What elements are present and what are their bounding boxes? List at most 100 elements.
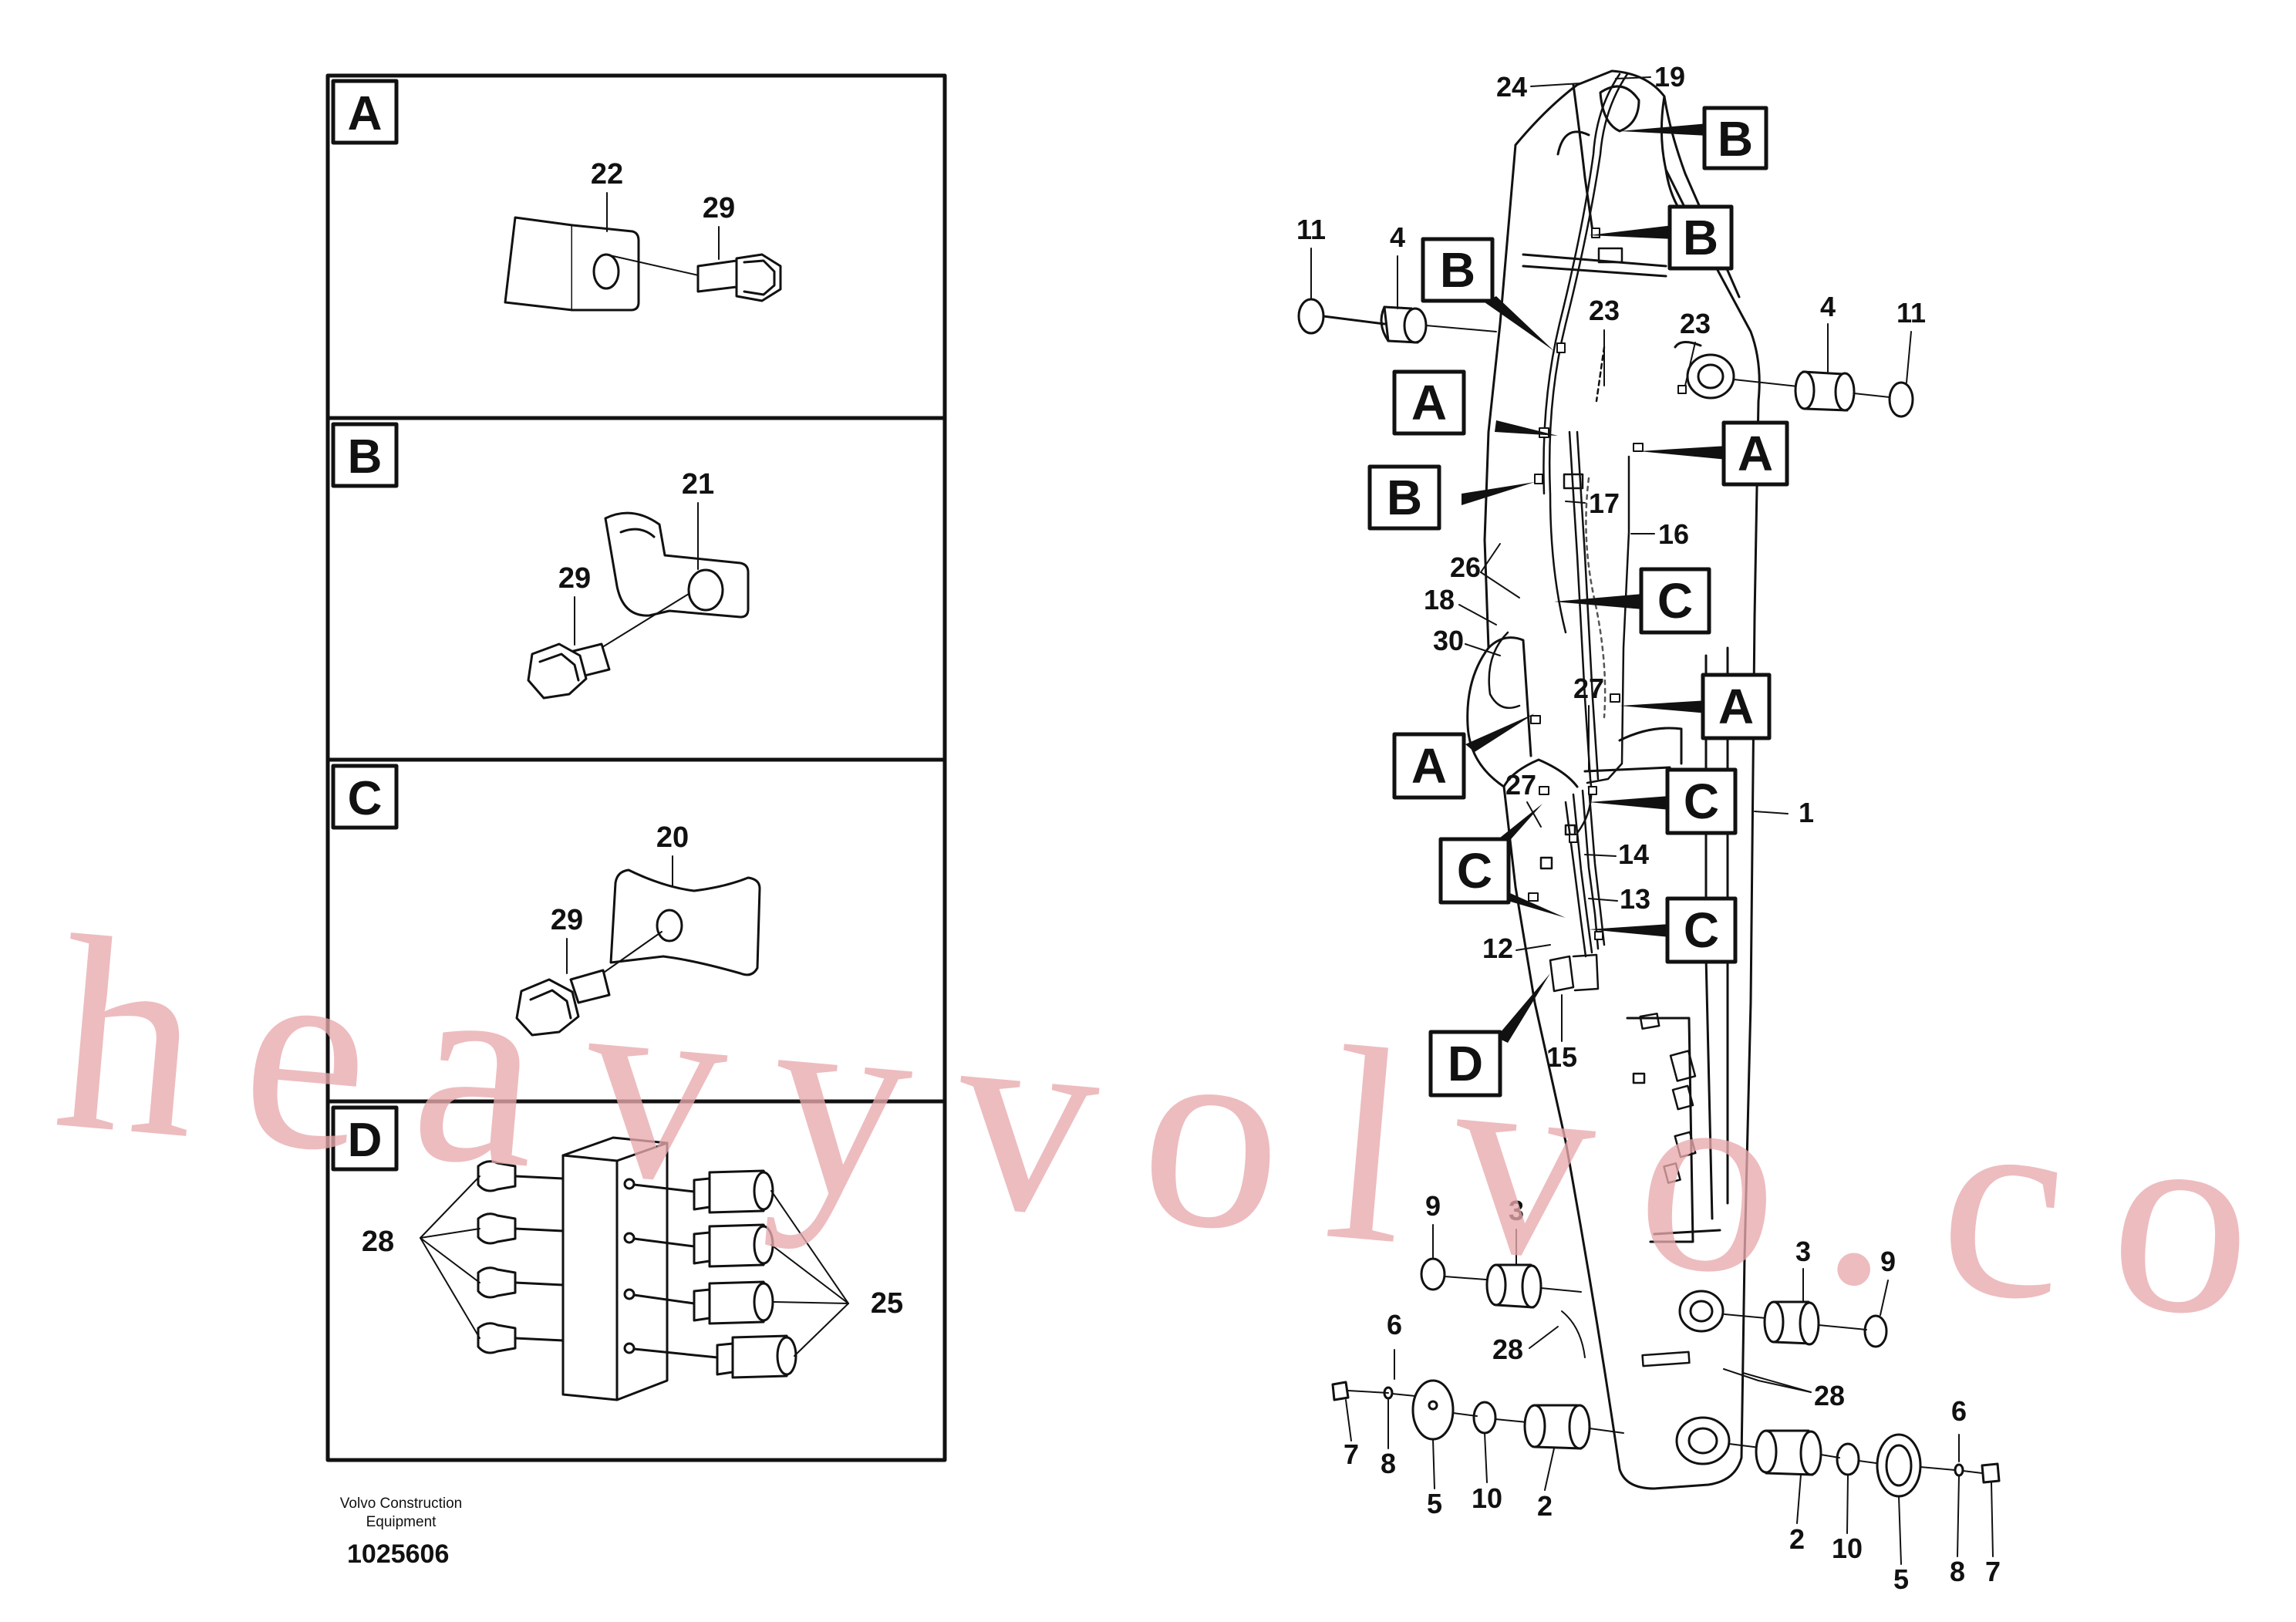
ring-part-10 bbox=[1472, 1401, 1497, 1435]
fitting-set-25 bbox=[623, 1169, 797, 1379]
svg-text:B: B bbox=[1683, 210, 1718, 265]
leader-lines bbox=[1310, 76, 1994, 1565]
fitting-set-28 bbox=[477, 1160, 565, 1354]
bushing-part-3 bbox=[1521, 1264, 1542, 1309]
callout-a-2: A bbox=[1639, 420, 1789, 487]
clip-part-22 bbox=[504, 216, 574, 312]
part-label: 27 bbox=[1573, 673, 1604, 704]
part-label: 6 bbox=[1951, 1395, 1967, 1427]
svg-text:A: A bbox=[1718, 679, 1754, 734]
bolt-part-7 bbox=[1331, 1381, 1350, 1401]
part-label: 21 bbox=[682, 468, 714, 501]
boom-arm-assembly bbox=[1466, 69, 1761, 1490]
part-label: 2 bbox=[1789, 1523, 1805, 1555]
part-label: 18 bbox=[1424, 584, 1455, 615]
part-label: 13 bbox=[1620, 883, 1650, 915]
panel-letter-a: A bbox=[348, 87, 383, 140]
callout-c-1: C bbox=[1554, 567, 1711, 635]
detail-panels: A 22 29 B 21 bbox=[325, 73, 947, 1462]
panel-letter-b: B bbox=[348, 430, 383, 484]
boom-arm-body bbox=[1466, 69, 1761, 1490]
part-label: 11 bbox=[1896, 297, 1926, 329]
bushing-part-3 bbox=[1799, 1301, 1820, 1346]
callout-a-3: A bbox=[1620, 673, 1772, 740]
callout-d: D bbox=[1428, 973, 1550, 1098]
part-label: 22 bbox=[591, 158, 623, 191]
part-label: 7 bbox=[1985, 1556, 2001, 1587]
bushing-part-4 bbox=[1403, 307, 1428, 344]
svg-text:B: B bbox=[1387, 470, 1422, 525]
panel-letter-c: C bbox=[348, 772, 383, 825]
bolt-part-29 bbox=[569, 969, 611, 1004]
part-label: 14 bbox=[1618, 838, 1649, 870]
bracket-part-20 bbox=[609, 868, 761, 976]
part-labels: 24 19 11 4 23 23 4 11 17 16 26 18 30 27 … bbox=[1296, 61, 2001, 1595]
callout-a-1: A bbox=[1392, 369, 1558, 436]
detail-panels-frame bbox=[325, 73, 947, 1462]
washer-part-8 bbox=[1383, 1386, 1394, 1400]
part-label: 15 bbox=[1546, 1041, 1577, 1073]
panel-letter-d: D bbox=[348, 1114, 383, 1167]
panel-letter-box bbox=[331, 1105, 399, 1172]
part-label: 7 bbox=[1344, 1438, 1359, 1470]
detail-panel-c: C 20 29 bbox=[331, 764, 761, 1037]
part-label: 8 bbox=[1381, 1448, 1396, 1479]
part-label: 5 bbox=[1893, 1563, 1909, 1595]
ring-part-11 bbox=[1888, 381, 1914, 418]
callout-b-3: B bbox=[1421, 237, 1554, 351]
pins-and-bushings bbox=[1297, 298, 2001, 1498]
svg-text:C: C bbox=[1684, 774, 1719, 829]
detail-panel-d: D bbox=[331, 1105, 903, 1401]
clamp-part-21 bbox=[604, 511, 750, 619]
svg-text:A: A bbox=[1738, 426, 1773, 481]
part-label: 9 bbox=[1880, 1246, 1896, 1277]
plate-part-5 bbox=[1876, 1433, 1922, 1498]
part-label: 3 bbox=[1795, 1236, 1811, 1267]
part-label: 6 bbox=[1387, 1309, 1402, 1340]
detail-panel-a: A 22 29 bbox=[331, 79, 782, 312]
part-label: 29 bbox=[558, 562, 591, 595]
svg-text:C: C bbox=[1684, 902, 1719, 958]
part-label: 19 bbox=[1654, 61, 1685, 93]
panel-letter-box bbox=[331, 79, 399, 145]
part-label: 1 bbox=[1799, 797, 1814, 828]
company-name: Volvo Construction Equipment bbox=[339, 1496, 463, 1530]
part-label: 4 bbox=[1390, 221, 1405, 253]
part-label: 30 bbox=[1433, 625, 1464, 656]
bushing-part-2 bbox=[1799, 1430, 1822, 1476]
part-label: 5 bbox=[1427, 1488, 1442, 1519]
panel-letter-box bbox=[331, 764, 399, 830]
panel-letter-box bbox=[331, 422, 399, 488]
callout-b-4: B bbox=[1367, 464, 1535, 531]
ring-part-9 bbox=[1863, 1314, 1888, 1348]
bushing-part-2 bbox=[1568, 1404, 1591, 1450]
callout-c-3: C bbox=[1438, 804, 1566, 918]
part-label: 28 bbox=[362, 1226, 394, 1258]
part-label: 25 bbox=[871, 1287, 903, 1320]
ring-part-9 bbox=[1420, 1257, 1446, 1291]
part-label: 29 bbox=[551, 904, 583, 936]
connector-block bbox=[561, 1136, 669, 1401]
part-label: 11 bbox=[1296, 214, 1326, 245]
callout-c-4: C bbox=[1589, 896, 1738, 964]
bushing-part-4 bbox=[1834, 372, 1856, 412]
hose-line-17 bbox=[1568, 430, 1593, 835]
part-label: 8 bbox=[1950, 1556, 1965, 1587]
part-label: 17 bbox=[1589, 487, 1620, 519]
part-label: 9 bbox=[1425, 1190, 1441, 1222]
svg-text:C: C bbox=[1657, 573, 1693, 629]
callout-a-4: A bbox=[1392, 713, 1535, 800]
part-label: 29 bbox=[703, 192, 735, 224]
washer-part-8 bbox=[1954, 1463, 1964, 1477]
part-label: 20 bbox=[656, 821, 689, 854]
part-label: 26 bbox=[1450, 551, 1481, 583]
callout-b-1: B bbox=[1620, 106, 1768, 170]
part-label: 4 bbox=[1820, 291, 1836, 322]
part-label: 27 bbox=[1505, 769, 1536, 801]
part-label: 24 bbox=[1496, 71, 1527, 103]
svg-text:B: B bbox=[1718, 111, 1753, 167]
svg-text:B: B bbox=[1440, 242, 1475, 298]
svg-text:A: A bbox=[1411, 375, 1447, 430]
part-label: 2 bbox=[1537, 1490, 1553, 1522]
